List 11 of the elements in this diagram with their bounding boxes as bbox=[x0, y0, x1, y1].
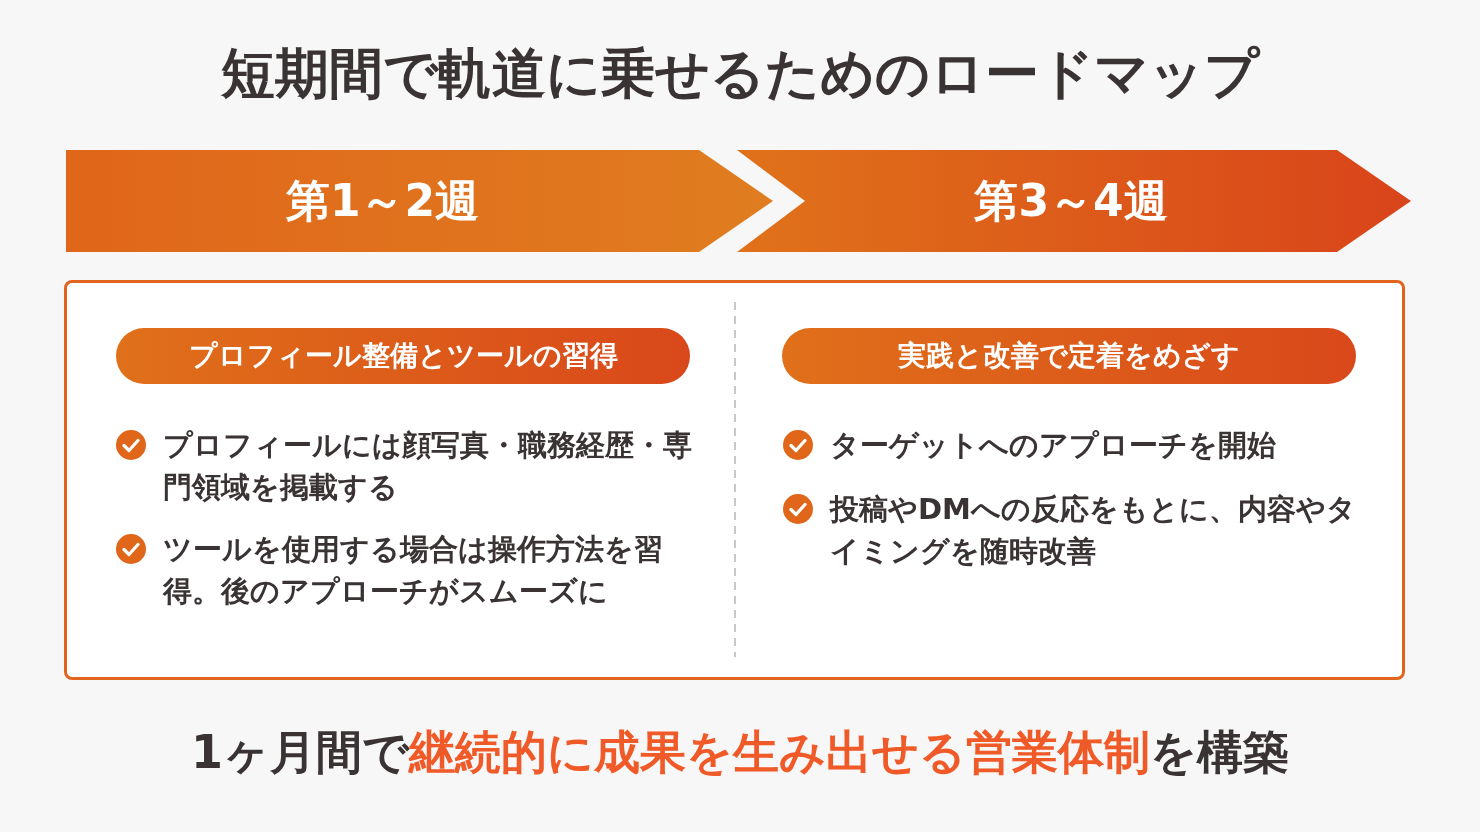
bullet-text: ターゲットへのアプローチを開始 bbox=[830, 427, 1277, 464]
heading-pill: プロフィール整備とツールの習得 bbox=[116, 328, 690, 384]
chevron-band: 第3～4週 bbox=[737, 150, 1411, 252]
heading-pill: 実践と改善で定着をめざす bbox=[782, 328, 1356, 384]
bullet-text: ツールを使用する場合は操作方法を習得。後のアプローチがスムーズに bbox=[163, 531, 664, 610]
title: 短期間で軌道に乗せるためのロードマップ bbox=[220, 41, 1262, 107]
caption: 1ヶ月間で継続的に成果を生み出せる営業体制を構築 bbox=[190, 724, 1290, 781]
bullet-text: 投稿やDMへの反応をもとに、内容やタイミングを随時改善 bbox=[830, 491, 1357, 570]
content-panel bbox=[64, 280, 1405, 680]
chevron-band: 第1～2週 bbox=[66, 150, 773, 252]
bullet-text: プロフィールには顔写真・職務経歴・専門領域を掲載する bbox=[163, 427, 693, 506]
